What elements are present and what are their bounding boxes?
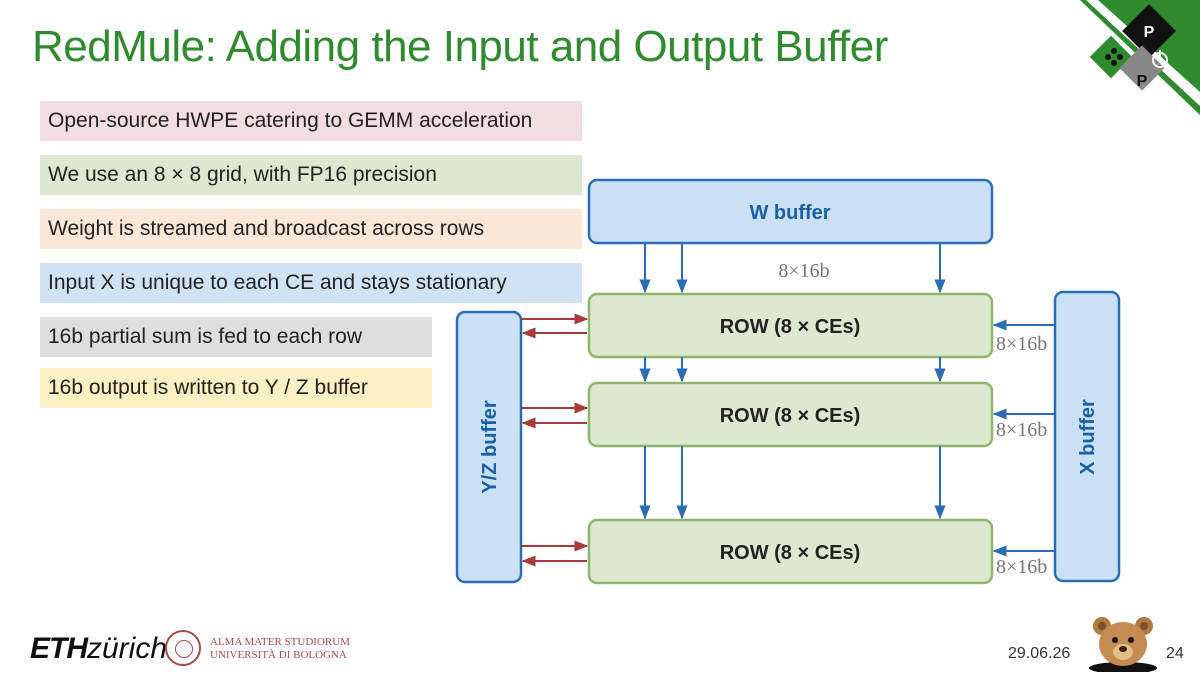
bullet-open-source: Open-source HWPE catering to GEMM accele… <box>40 101 582 141</box>
x-width-label-2: 8×16b <box>996 419 1047 441</box>
bullet-input-x: Input X is unique to each CE and stays s… <box>40 263 582 303</box>
x-buffer <box>1053 290 1121 583</box>
row-3-label: ROW (8 × CEs) <box>720 542 861 564</box>
w-buffer <box>587 178 994 245</box>
x-width-label-3: 8×16b <box>996 556 1047 578</box>
teddy-bear-icon <box>1089 617 1157 672</box>
row-2 <box>587 381 994 448</box>
bullet-partial-sum: 16b partial sum is fed to each row <box>40 317 432 357</box>
row-2-label: ROW (8 × CEs) <box>720 405 861 427</box>
slide-title: RedMule: Adding the Input and Output Buf… <box>32 22 888 71</box>
row-3 <box>587 518 994 585</box>
w-width-label: 8×16b <box>778 260 829 282</box>
slide-date: 29.06.26 <box>1008 645 1071 662</box>
logo-letter-p2: P <box>1137 73 1148 90</box>
yz-buffer <box>455 310 523 584</box>
bullet-grid: We use an 8 × 8 grid, with FP16 precisio… <box>40 155 582 195</box>
bullet-output: 16b output is written to Y / Z buffer <box>40 368 432 408</box>
yz-buffer-label: Y/Z buffer <box>479 400 501 494</box>
x-buffer-label: X buffer <box>1077 399 1099 475</box>
eth-zurich-logo: ETHzürich <box>30 632 168 665</box>
row-1 <box>587 292 994 359</box>
bologna-logo-text: ALMA MATER STUDIORUM UNIVERSITÀ DI BOLOG… <box>210 636 350 661</box>
w-buffer-label: W buffer <box>749 202 830 224</box>
page-number: 24 <box>1166 645 1184 662</box>
logo-letter-p1: P <box>1144 24 1155 41</box>
row-1-label: ROW (8 × CEs) <box>720 316 861 338</box>
x-width-label-1: 8×16b <box>996 333 1047 355</box>
bullet-weight: Weight is streamed and broadcast across … <box>40 209 582 249</box>
bologna-seal-icon <box>165 630 201 666</box>
pulp-logo: P P <box>1080 0 1200 115</box>
